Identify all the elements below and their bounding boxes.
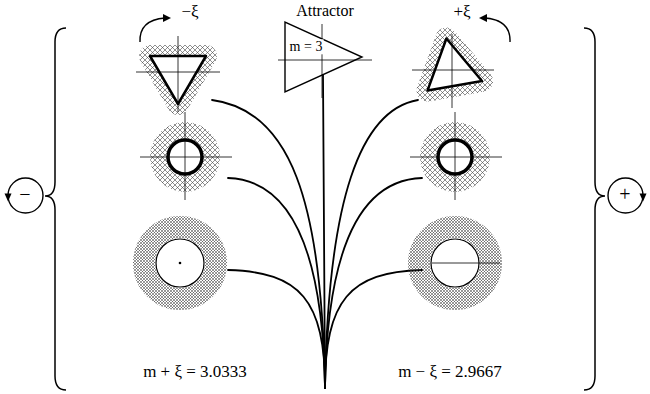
limit-circle xyxy=(156,239,204,287)
xi-label: +ξ xyxy=(453,3,470,22)
arrow-head xyxy=(163,14,171,22)
text-holder: + xyxy=(619,183,630,205)
axis-line xyxy=(412,70,494,71)
branch-line xyxy=(212,100,325,388)
rotation-arrow xyxy=(140,18,165,42)
axis-line xyxy=(410,157,502,158)
sign-symbol: − xyxy=(19,183,30,205)
sign-symbol: + xyxy=(619,183,630,205)
branch-line xyxy=(228,178,325,388)
axis-line xyxy=(455,112,456,200)
attractor-triangle: Attractor m = 3 xyxy=(270,0,380,96)
rotation-arrow-head xyxy=(639,193,646,201)
right-brace xyxy=(584,28,605,390)
text-holder: − xyxy=(19,183,30,205)
arrow-head xyxy=(479,14,487,22)
parameter-equation: m − ξ = 2.9667 xyxy=(398,363,502,382)
axis-line xyxy=(322,24,323,98)
parameter-equation: m + ξ = 3.0333 xyxy=(143,363,247,382)
limit-triangle xyxy=(428,39,483,91)
rotation-arrow-head xyxy=(4,193,11,201)
parameter-label: m = 3 xyxy=(289,39,324,54)
rotation-circle: + xyxy=(605,175,646,216)
label-holder: m − ξ = 2.9667 xyxy=(398,363,502,382)
attractor-heading: Attractor xyxy=(296,2,354,20)
left-brace xyxy=(45,28,66,390)
branch-line xyxy=(325,178,422,388)
axis-line xyxy=(185,112,186,200)
text-holder: m = 3 xyxy=(289,39,324,54)
axis-line xyxy=(140,157,232,158)
axis-line xyxy=(432,263,500,264)
axis-line xyxy=(278,60,372,61)
rotation-circle: − xyxy=(5,175,46,216)
circle-border xyxy=(8,178,43,213)
label-holder: +ξ xyxy=(453,3,470,22)
orbit-halo xyxy=(144,227,216,299)
circle-border xyxy=(608,178,643,213)
branch-line xyxy=(325,100,418,388)
axis-line xyxy=(452,34,453,108)
xi-label: −ξ xyxy=(181,3,198,22)
axis-line xyxy=(178,36,179,112)
triangle-border xyxy=(285,22,362,92)
label-holder: −ξ xyxy=(181,3,198,22)
text-holder: Attractor xyxy=(296,2,354,20)
center-dot xyxy=(179,262,182,265)
orbit-halo xyxy=(428,39,483,91)
rotation-arrow xyxy=(485,18,510,42)
label-holder: m + ξ = 3.0333 xyxy=(143,363,247,382)
